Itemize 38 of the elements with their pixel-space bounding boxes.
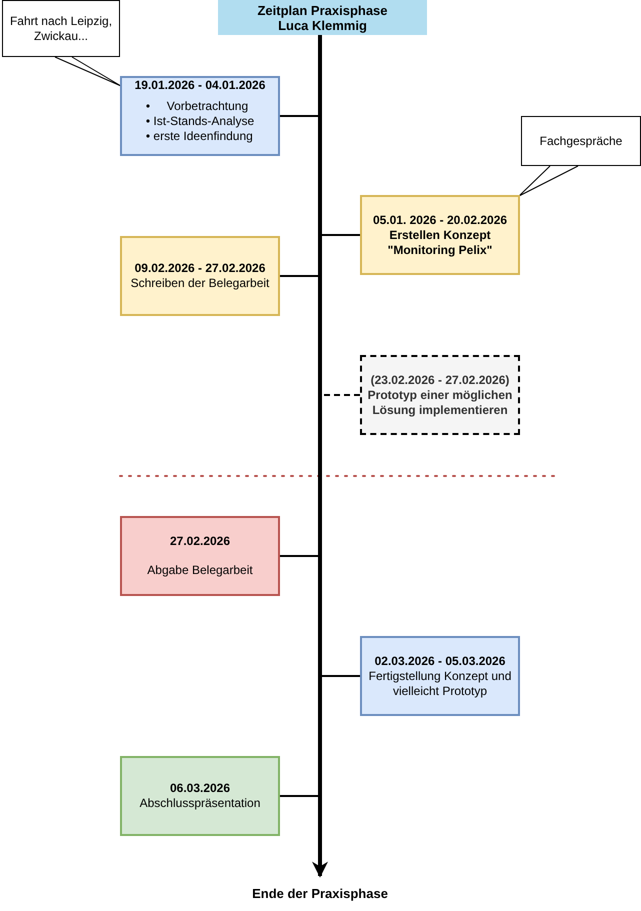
event-box [120,76,280,156]
event-box [120,756,280,836]
callout-tail [518,166,578,196]
connector-line [280,795,320,797]
date-text: 27.02.2026 [170,534,230,549]
title-box [218,0,427,35]
timeline-arrow [312,35,328,878]
title-text: Zeitplan Praxisphase Luca Klemmig [256,2,389,32]
list-item: • Ist-Stands-Analyse [146,114,254,129]
connector-line [280,115,320,117]
description-text: (23.02.2026 - 27.02.2026) Prototyp einer möglichen Lösung implementieren [366,372,514,418]
date-text: 19.01.2026 - 04.01.2026 [134,78,266,93]
connector-line [280,555,320,557]
list-item: • erste Ideenfindung [146,129,254,144]
date-text: 06.03.2026 [170,781,230,796]
event-box [120,516,280,596]
callout-text: Fahrt nach Leipzig, Zwickau... [8,14,114,44]
list-item: • Vorbetrachtung [146,99,250,114]
date-text: 05.01. 2026 - 20.02.2026 [372,212,508,228]
callout-text: Fachgespräche [540,134,622,148]
description-text: Fertigstellung Konzept und vielleicht Prototyp [368,668,512,698]
description-text: Abgabe Belegarbeit [147,563,253,578]
description-text: Abschlusspräsentation [140,796,260,811]
date-text: 02.03.2026 - 05.03.2026 [374,654,506,668]
event-box [120,236,280,316]
event-box [360,636,520,716]
end-label: Ende der Praxisphase [220,882,420,904]
connector-line [320,675,360,677]
description-text: Schreiben der Belegarbeit [130,276,270,291]
event-box [360,355,520,435]
date-text: 09.02.2026 - 27.02.2026 [134,261,266,276]
callout-box [521,116,641,166]
event-box [360,195,520,275]
callout-tail [54,56,122,86]
description-text: Erstellen Konzept "Monitoring Pelix" [386,228,494,258]
connector-line [320,234,360,236]
callout-box [2,0,120,57]
connector-line [280,275,320,277]
